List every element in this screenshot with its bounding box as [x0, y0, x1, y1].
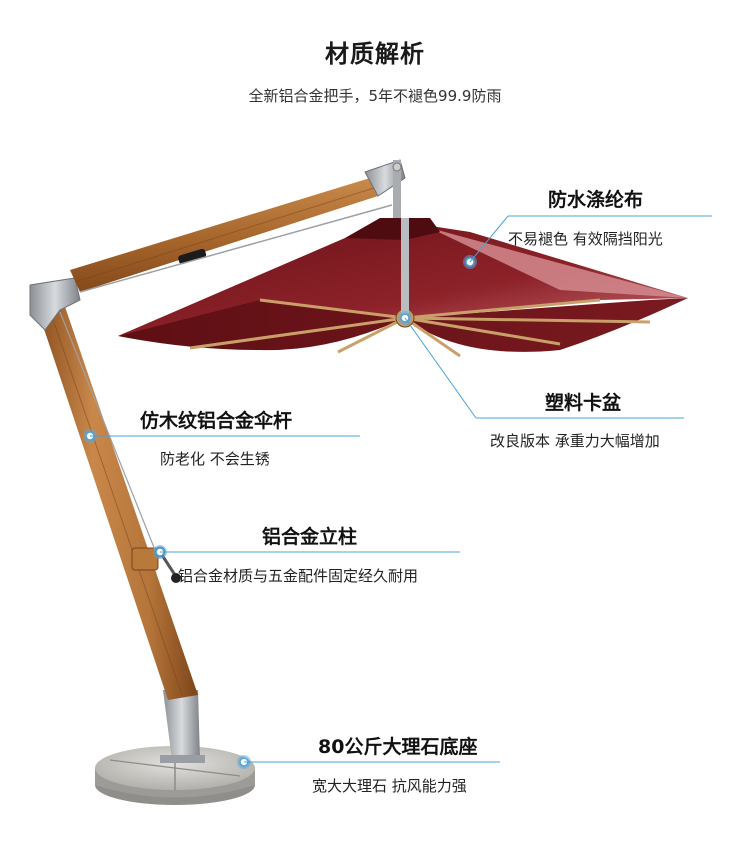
feature-hub-title: 塑料卡盆	[545, 392, 622, 414]
umbrella-canopy	[118, 218, 688, 358]
feature-base-desc: 宽大大理石 抗风能力强	[312, 777, 467, 795]
feature-canopy-desc: 不易褪色 有效隔挡阳光	[508, 230, 663, 248]
feature-column-desc: 铝合金材质与五金配件固定经久耐用	[178, 567, 419, 585]
feature-canopy-title: 防水涤纶布	[548, 189, 644, 211]
feature-base-title: 80公斤大理石底座	[318, 736, 478, 758]
wood-pole	[36, 298, 198, 700]
feature-column-title: 铝合金立柱	[262, 526, 358, 548]
marble-base	[95, 746, 255, 805]
page-subtitle: 全新铝合金把手，5年不褪色99.9防雨	[248, 87, 502, 105]
feature-hub-desc: 改良版本 承重力大幅增加	[490, 432, 660, 450]
callout-lines	[83, 215, 712, 769]
base-mount	[160, 690, 205, 763]
feature-pole-title: 仿木纹铝合金伞杆	[140, 410, 293, 432]
tension-cable	[59, 204, 393, 551]
arm-bracket	[364, 159, 406, 218]
wood-arm	[70, 178, 378, 292]
feature-pole-desc: 防老化 不会生锈	[160, 450, 270, 468]
page-title: 材质解析	[325, 40, 425, 68]
